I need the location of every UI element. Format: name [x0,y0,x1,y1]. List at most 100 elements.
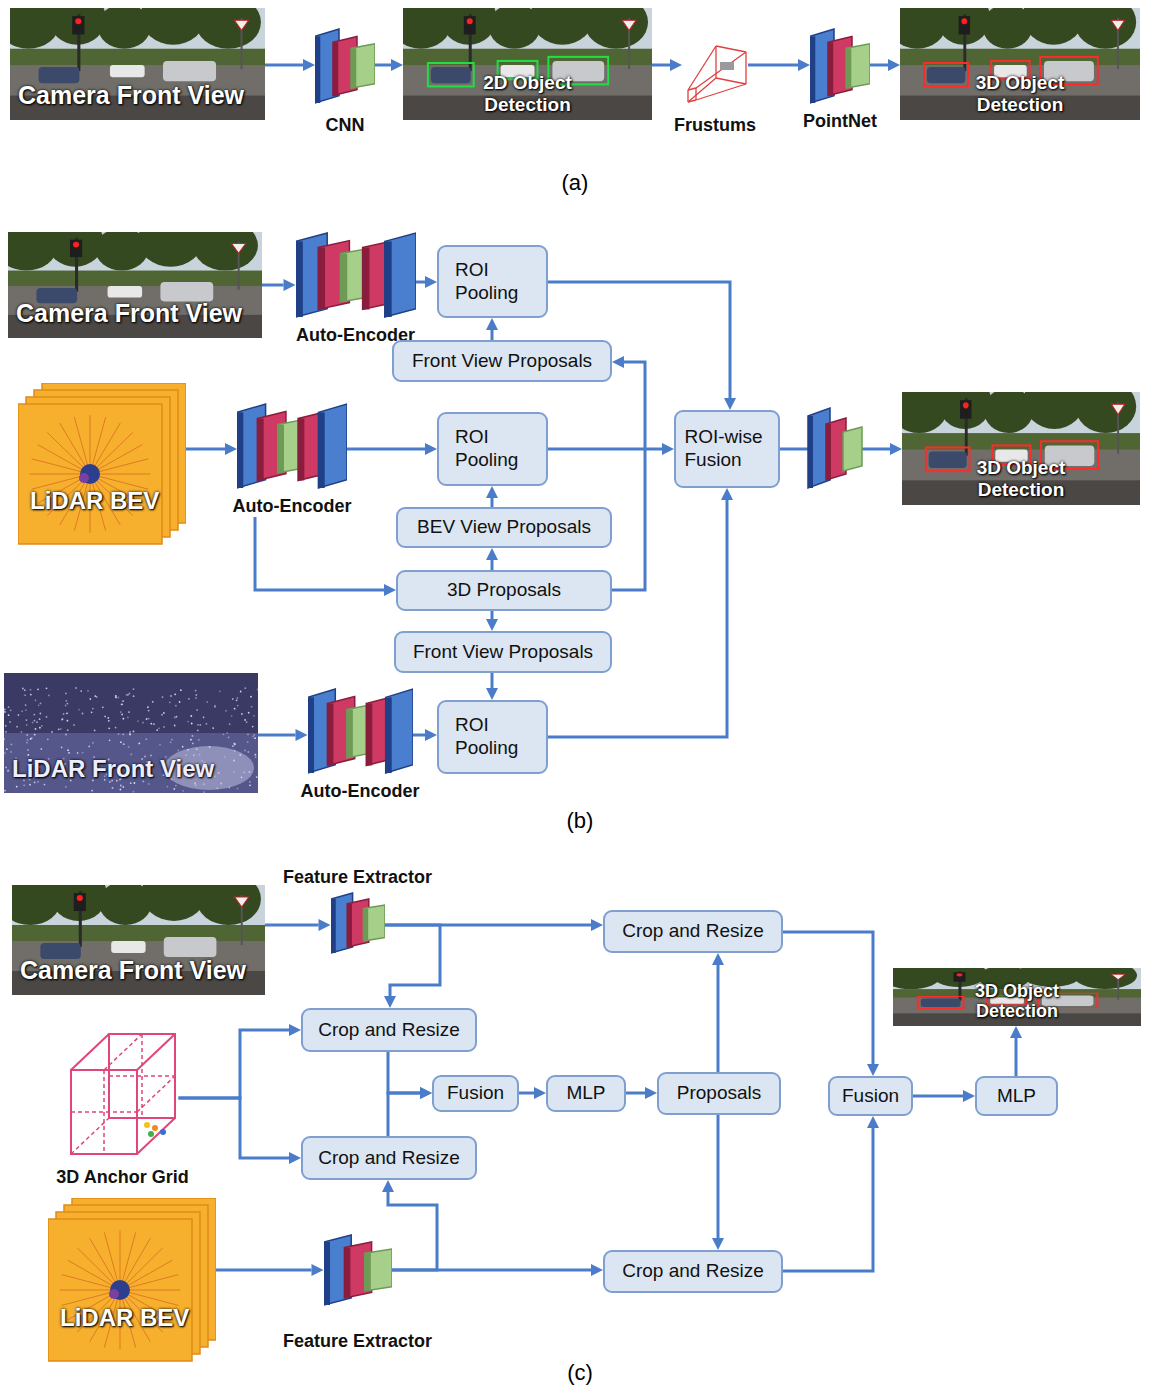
connector [783,1116,879,1271]
lidar-point [10,751,12,753]
lidar-point [254,737,256,739]
lidar-point [234,708,236,710]
arrowhead [890,443,902,455]
lidar-point [26,734,28,736]
photo-illustration [18,383,186,545]
network-icon [324,1234,392,1306]
lidar-point [199,724,201,726]
arrowhead [284,279,296,291]
lidar-point [22,688,24,690]
connector [748,59,810,71]
network-layer [318,404,347,488]
arrowhead [303,59,315,71]
lidar-point [120,789,122,791]
process-box: MLP [975,1076,1058,1116]
lidar-point [107,717,109,719]
lidar-point [30,689,32,691]
lidar-point [39,718,41,720]
road-sign [234,20,248,30]
hedge [8,271,262,288]
lidar-point [232,698,234,700]
lidar-point [145,738,147,740]
lidar-point [148,718,150,720]
connector [548,443,674,455]
road-sign [1111,974,1125,979]
lidar-point [180,689,182,691]
tree [196,885,261,925]
arrowhead [662,443,674,455]
anchor-point [160,1129,166,1135]
lidar-point [5,731,7,733]
lidar-point [182,746,184,748]
network-layer-edge [296,241,303,317]
connector-line [783,1128,873,1271]
arrowhead [534,1087,546,1099]
connector-line [392,1269,592,1272]
lidar-point [175,705,177,707]
network-icon [810,28,870,104]
lidar-point [152,701,154,703]
lidar-point [82,713,84,715]
lidar-point [226,732,228,734]
network-block: Feature Extractor [270,1234,445,1352]
lidar-point [16,786,18,788]
subfigure-label: (b) [550,808,610,834]
arrowhead [712,953,724,965]
traffic-light [467,18,473,24]
lidar-point [197,730,199,732]
network-layer-edge [331,899,336,953]
tree [1074,968,1137,989]
lidar-point [236,699,238,701]
connector-line [186,448,225,451]
car [108,286,143,298]
frustum-figure [682,42,748,106]
ego-vehicle [110,1280,130,1300]
anchor-grid-figure [67,1030,179,1158]
lidar-point [203,716,205,718]
arrowhead [289,1024,301,1036]
lidar-point [68,752,70,754]
image-panel: LiDAR BEV [18,383,186,545]
connector-line [748,64,798,67]
grid-face [71,1070,137,1154]
connector-line [179,1030,290,1098]
anchor-point [144,1122,150,1128]
car [921,999,961,1007]
lidar-point [247,734,249,736]
lidar-point [11,744,13,746]
lidar-point [127,717,129,719]
lidar-point [133,688,135,690]
arrowhead [1010,1026,1022,1038]
connector-line [265,64,303,67]
lidar-point [40,713,42,715]
connector-line [548,448,662,451]
connector [186,443,237,455]
lidar-point [169,701,171,703]
lidar-point [26,742,28,744]
frustum-line [688,78,716,102]
network-layer-edge [363,909,368,941]
lidar-point [123,718,125,720]
connector [712,1115,724,1250]
box-label: Fusion [447,1082,504,1105]
connector-line [491,560,494,570]
arrowhead [645,1087,657,1099]
lidar-point [34,720,36,722]
connector-line [1015,1038,1018,1076]
lidar-point [91,790,93,792]
lidar-point [171,739,173,741]
lidar-point [96,696,98,698]
lidar-point [75,687,77,689]
process-box: ROI-wise Fusion [674,410,780,488]
lidar-point [247,741,249,743]
box-label: ROI Pooling [455,714,530,760]
arrowhead [319,919,331,931]
lidar-point [4,709,6,711]
network-icon [808,408,862,488]
bev-layer [18,404,162,544]
lidar-point [223,733,225,735]
network-layer-edge [346,709,352,757]
network-layer [810,29,834,103]
block-label: CNN [326,114,365,136]
lidar-point [195,694,197,696]
